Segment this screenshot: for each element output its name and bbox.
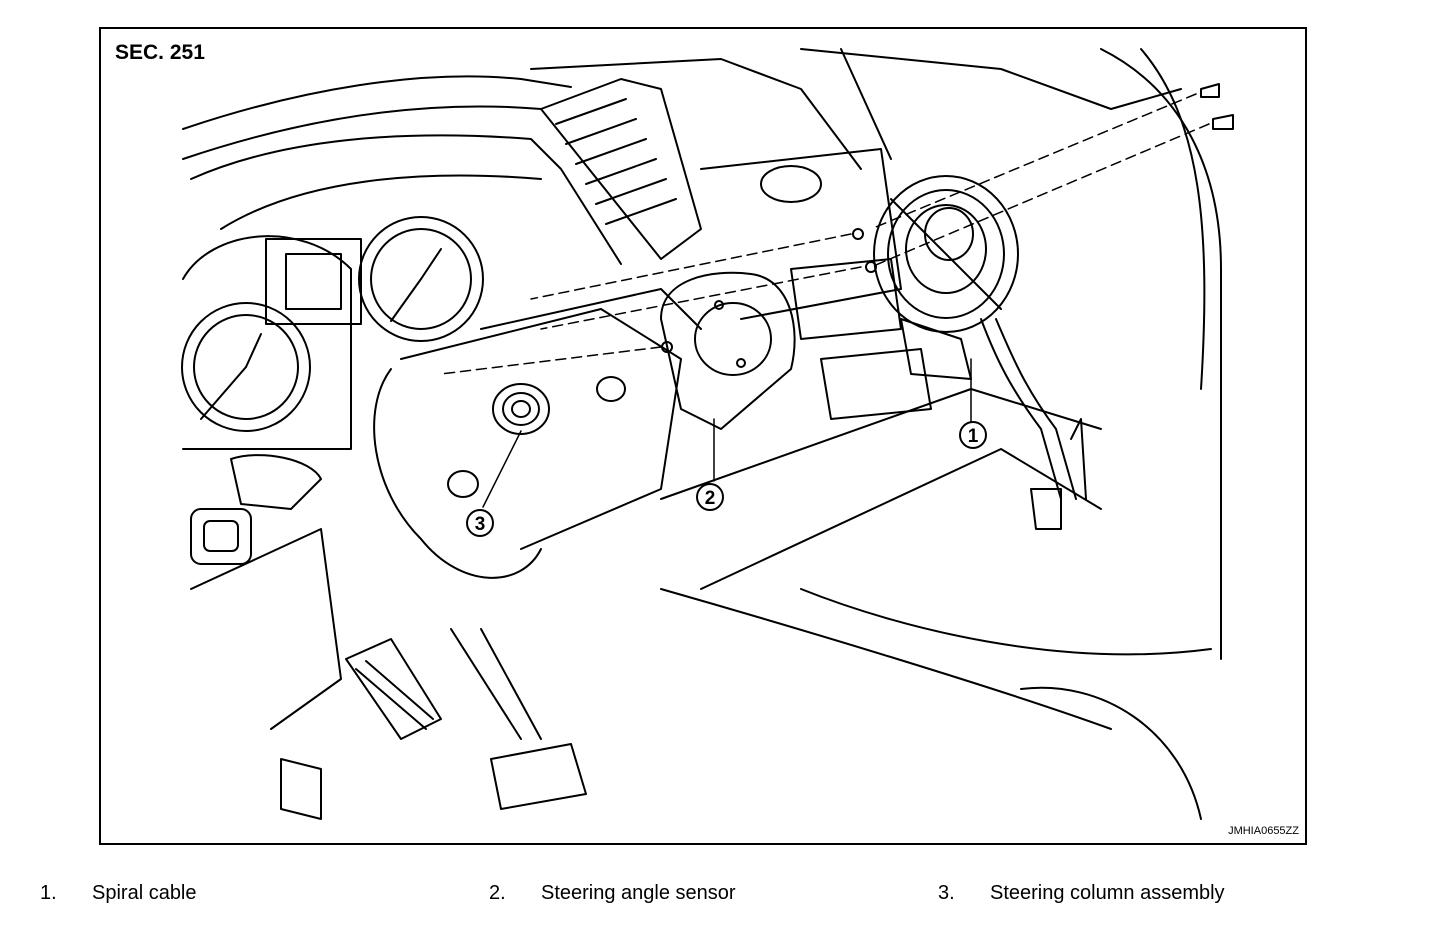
callout-3-number: 3: [475, 514, 486, 535]
callout-1: 1: [959, 421, 987, 449]
steering-angle-sensor: [660, 271, 796, 430]
callout-2-number: 2: [705, 488, 716, 509]
legend-number: 3.: [938, 882, 955, 904]
section-label: SEC. 251: [115, 41, 205, 64]
legend-label: Spiral cable: [92, 882, 197, 904]
legend-label: Steering column assembly: [990, 882, 1225, 904]
callout-3: 3: [466, 509, 494, 537]
legend-label: Steering angle sensor: [541, 882, 736, 904]
callout-1-number: 1: [968, 426, 979, 447]
pedals: [190, 528, 1212, 820]
steering-assembly-illustration: 1 2 3: [181, 48, 1234, 820]
center-console: [540, 78, 1102, 590]
legend-number: 2.: [489, 882, 506, 904]
legend-number: 1.: [40, 882, 57, 904]
dashboard-outline: [182, 48, 1222, 660]
diagram-frame: SEC. 251: [99, 27, 1307, 845]
figure-code: JMHIA0655ZZ: [1228, 825, 1299, 837]
steering-column-assembly: [190, 288, 702, 579]
instrument-cluster: [181, 216, 484, 450]
callout-2: 2: [696, 483, 724, 511]
mounting-screws: [440, 83, 1234, 375]
callout-leaders: [482, 358, 972, 508]
